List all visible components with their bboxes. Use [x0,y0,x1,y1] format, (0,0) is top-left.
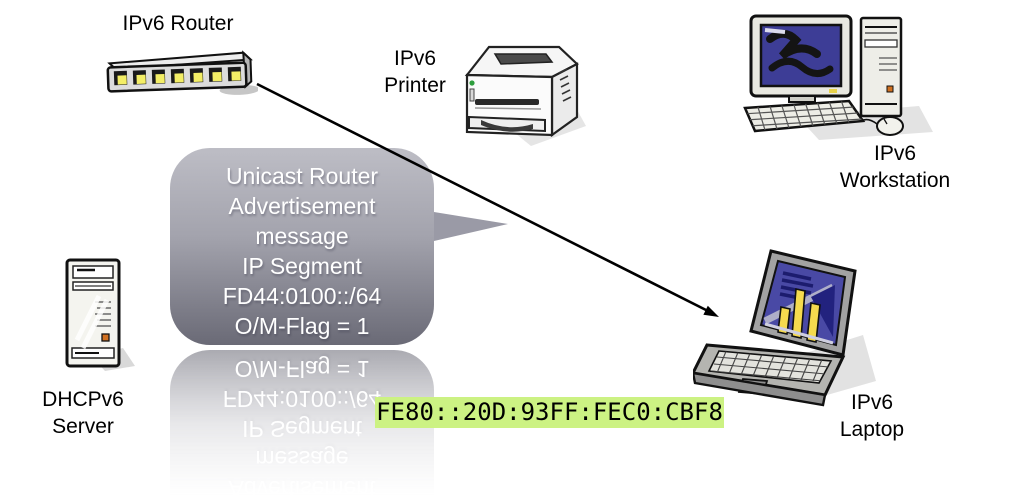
callout-line: IP Segment [242,253,362,279]
server-icon [55,252,140,377]
callout-line: O/M-Flag = 1 [234,313,370,339]
callout-line: FD44:0100::/64 [222,283,382,309]
laptop-icon [693,245,878,417]
router-label: IPv6 Router [122,12,234,35]
printer-icon [455,33,590,153]
link-local-address-badge: FE80::20D:93FF:FEC0:CBF8 [375,397,724,428]
callout-line: Advertisement [228,193,376,219]
callout-line: Unicast Router [225,163,379,189]
callout-tail [434,212,508,241]
laptop-label: IPv6 Laptop [839,391,905,441]
workstation-label: IPv6 Workstation [839,142,951,192]
server-label: DHCPv6 Server [42,388,124,438]
callout-bubble: Unicast Router Advertisement message IP … [170,148,434,345]
router-icon [98,45,258,103]
workstation-icon [737,12,942,144]
callout-line: message [255,223,349,249]
